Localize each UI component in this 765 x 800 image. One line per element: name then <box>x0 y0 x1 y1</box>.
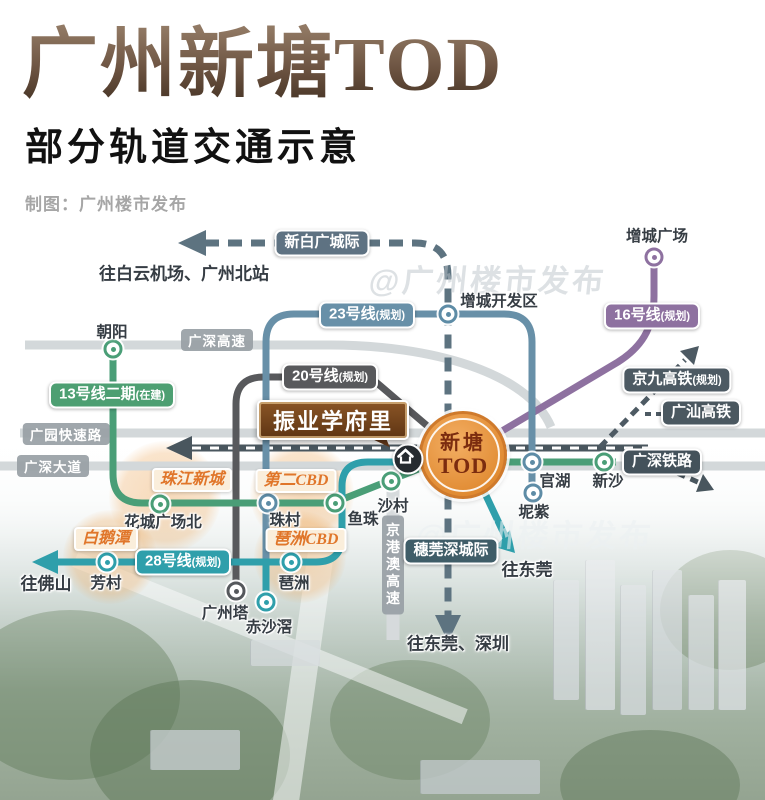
project-home-marker[interactable] <box>392 443 424 475</box>
line-badge-label: 广深铁路 <box>631 452 693 470</box>
road-badge-guangyuan-expressway: 广园快速路 <box>22 423 110 445</box>
road-badge-guangshen-highway: 广深高速 <box>181 329 253 351</box>
home-icon <box>397 448 414 464</box>
station-label: 沙村 <box>377 498 409 515</box>
station-dot-chaoyang[interactable] <box>103 339 123 359</box>
line-badge-28[interactable]: 28号线(规划) <box>134 548 232 576</box>
intercity-line <box>205 239 452 618</box>
line-badge-label: 广汕高铁 <box>670 403 732 421</box>
line-28-west-arrow <box>32 550 58 574</box>
station-label: 广州塔 <box>201 605 249 622</box>
area-badge-zhujiangxincheng: 珠江新城 <box>151 468 233 492</box>
station-label: 新沙 <box>592 473 624 490</box>
station-dot-huachengguangchangbei[interactable] <box>150 494 170 514</box>
station-dot-guangzhouta[interactable] <box>226 581 246 601</box>
road-badge-guangshen-avenue: 广深大道 <box>17 455 89 477</box>
railway-southeast-branch <box>650 459 702 486</box>
xintang-tod-hub[interactable]: 新塘 TOD <box>419 411 507 499</box>
page-title: 广州新塘TOD <box>22 2 503 112</box>
aerial-photo <box>0 430 765 800</box>
station-dot-guanhu[interactable] <box>522 452 542 472</box>
station-label: 增城广场 <box>625 228 689 245</box>
line-badge-20[interactable]: 20号线(规划) <box>281 363 379 391</box>
line-badge-23[interactable]: 23号线(规划) <box>318 301 416 329</box>
station-label: 坭紫 <box>518 504 550 521</box>
station-label: 鱼珠 <box>347 511 379 528</box>
station-dot-pazhou[interactable] <box>281 552 301 572</box>
line-badge-suffix: (规划) <box>191 556 222 569</box>
area-badge-baietan: 白鹅潭 <box>73 527 139 551</box>
station-dot-fangcun[interactable] <box>97 552 117 572</box>
destination-baiyun-airport: 往白云机场、广州北站 <box>99 264 269 284</box>
station-label: 官湖 <box>539 473 571 490</box>
line-28-path <box>48 458 440 566</box>
page-subtitle: 部分轨道交通示意 <box>25 127 362 169</box>
line-badge-label: 新白广城际 <box>284 233 360 251</box>
station-dot-yuzhu[interactable] <box>325 493 345 513</box>
line-badge-xinbaiguang[interactable]: 新白广城际 <box>274 229 370 257</box>
line-badge-label: 28号线 <box>144 552 192 570</box>
station-dot-zengchengguangchang[interactable] <box>644 247 664 267</box>
area-badge-pazhouCBD: 琶洲CBD <box>265 528 347 552</box>
line-badge-13[interactable]: 13号线二期(在建) <box>48 381 176 409</box>
line-badge-label: 13号线二期 <box>58 385 136 403</box>
jingjiu-hsr-line <box>598 358 687 449</box>
home-icon-walls <box>399 456 412 464</box>
line-badge-label: 16号线 <box>613 306 661 324</box>
station-label: 芳村 <box>90 575 122 592</box>
line-badge-guangshen-railway[interactable]: 广深铁路 <box>621 448 703 476</box>
line-28-dongguan-arrow <box>495 530 515 553</box>
intercity-west-arrow <box>178 230 206 256</box>
line-badge-label: 穗莞深城际 <box>413 541 489 559</box>
line-badge-label: 京九高铁 <box>632 370 693 388</box>
destination-dongguan-shenzhen: 往东莞、深圳 <box>407 634 509 654</box>
station-label: 花城广场北 <box>124 514 202 531</box>
line-badge-16[interactable]: 16号线(规划) <box>603 302 701 330</box>
project-badge[interactable]: 振业学府里 <box>256 400 410 440</box>
tod-hub-label-cn: 新塘 <box>440 431 486 454</box>
line-badge-suffix: (规划) <box>692 374 722 387</box>
jingjiu-hsr-arrow <box>680 346 699 365</box>
line-badge-suffix: (在建) <box>135 389 166 402</box>
station-dot-xinsha[interactable] <box>594 452 614 472</box>
line-badge-suiwanshen[interactable]: 穗莞深城际 <box>403 537 499 565</box>
line-badge-suffix: (规划) <box>660 310 691 323</box>
line-badge-suffix: (规划) <box>338 371 369 384</box>
station-dot-zhucun[interactable] <box>258 493 278 513</box>
home-icon-roof <box>397 448 414 458</box>
line-badge-jingjiu[interactable]: 京九高铁(规划) <box>622 366 732 394</box>
destination-foshan: 往佛山 <box>20 574 72 594</box>
line-16-path <box>468 258 658 454</box>
line-badge-label: 23号线 <box>328 305 376 323</box>
station-dot-shacun[interactable] <box>381 471 401 491</box>
station-dot-chishajiao[interactable] <box>256 592 276 612</box>
area-badge-dierCBD: 第二CBD <box>255 469 337 493</box>
station-label: 朝阳 <box>96 324 128 341</box>
railway-southeast-arrow <box>696 474 714 492</box>
line-badge-guangshan[interactable]: 广汕高铁 <box>660 399 742 427</box>
station-label: 赤沙滘 <box>245 619 293 636</box>
station-label: 增城开发区 <box>460 293 538 310</box>
road-badge-jinggangao-highway: 京港澳高速 <box>382 515 404 615</box>
line-badge-suffix: (规划) <box>375 309 406 322</box>
station-dot-nizi[interactable] <box>523 483 543 503</box>
credit-line: 制图：广州楼市发布 <box>25 195 187 214</box>
line-badge-label: 20号线 <box>291 367 339 385</box>
station-label: 琶洲 <box>278 575 310 592</box>
intercity-south-arrow <box>435 615 461 642</box>
railway-west-arrow <box>166 436 192 460</box>
station-dot-zengchengkaifaqu[interactable] <box>438 304 458 324</box>
station-label: 珠村 <box>269 512 301 529</box>
destination-dongguan: 往东莞 <box>501 560 553 580</box>
tod-hub-label-en: TOD <box>437 452 489 478</box>
